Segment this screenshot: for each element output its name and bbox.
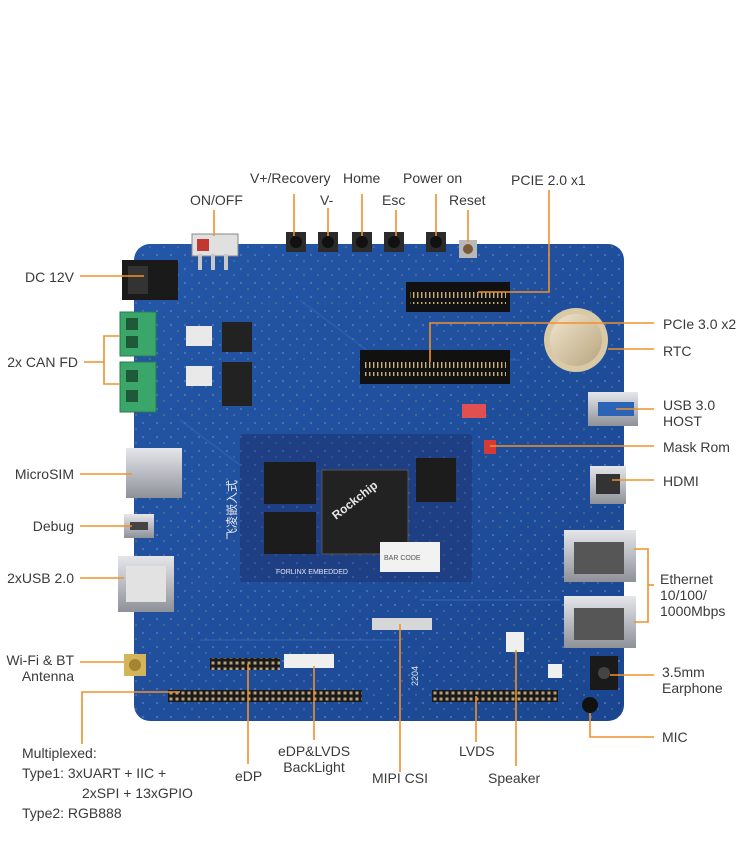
usb20-ports [118,556,174,612]
label-speaker: Speaker [488,770,541,786]
label-power-on: Power on [403,170,463,186]
label-home: Home [343,170,381,186]
edp-header [210,658,280,670]
label-v-plus-recovery: V+/Recovery [250,170,331,186]
label-can-fd: 2x CAN FD [7,354,78,370]
label-mipi-csi: MIPI CSI [372,770,429,786]
lvds-header [432,690,558,702]
label-wifi-line1: Wi-Fi & BT [6,652,74,668]
label-type2: Type2: RGB888 [22,805,122,821]
label-pcie30: PCIe 3.0 x2 [663,316,737,332]
mipi-csi-fpc [372,618,432,630]
ethernet-ports [564,530,636,648]
label-edp-lvds-line2: BackLight [283,759,345,775]
label-usb30-line1: USB 3.0 [663,397,716,413]
label-rtc: RTC [663,343,692,359]
forlinx-en-silk: FORLINX EMBEDDED [276,569,348,576]
label-ethernet-line3: 1000Mbps [660,603,726,619]
label-earphone-line1: 3.5mm [662,664,705,680]
on-off-switch [191,233,239,270]
label-type1-b: 2xSPI + 13xGPIO [82,785,193,801]
hdmi-port [590,466,626,504]
tactile-buttons [286,232,477,258]
label-on-off: ON/OFF [190,192,243,208]
dc-jack [122,260,178,300]
bar-code-mark: BAR CODE [384,555,421,562]
forlinx-silk: 飞凌嵌入式 [225,480,239,540]
label-ethernet-line1: Ethernet [660,571,713,587]
pcie-slots [360,282,510,384]
label-mic: MIC [662,729,688,745]
label-edp-lvds-line1: eDP&LVDS [277,743,351,759]
label-ethernet-line2: 10/100/ [660,587,707,603]
label-wifi-line2: Antenna [21,668,74,684]
label-debug: Debug [32,518,74,534]
label-pcie20: PCIE 2.0 x1 [511,172,586,188]
label-mask-rom: Mask Rom [663,439,730,455]
mic-component [582,697,598,713]
label-lvds: LVDS [459,743,495,759]
date-silk: 2204 [410,666,420,686]
mask-rom-switch [484,440,496,454]
label-usb20: 2xUSB 2.0 [7,570,74,586]
earphone-jack [590,656,618,690]
label-dc12v: DC 12V [24,269,74,285]
can-terminals [119,311,252,413]
microsim-slot [126,448,182,498]
gpio-header [168,690,362,702]
label-v-minus: V- [320,192,334,208]
label-esc: Esc [382,192,406,208]
label-reset: Reset [449,192,486,208]
label-type1-a: Type1: 3xUART + IIC + [22,765,167,781]
label-microsim: MicroSIM [14,466,74,482]
leader-lines [80,190,654,772]
label-hdmi: HDMI [663,473,699,489]
label-edp: eDP [235,768,263,784]
label-multiplexed: Multiplexed: [22,745,97,761]
label-usb30-line2: HOST [663,413,702,429]
label-earphone-line2: Earphone [662,680,723,696]
wifi-antenna-connector [124,654,146,676]
som-module [240,434,472,582]
rtc-battery [544,308,608,372]
